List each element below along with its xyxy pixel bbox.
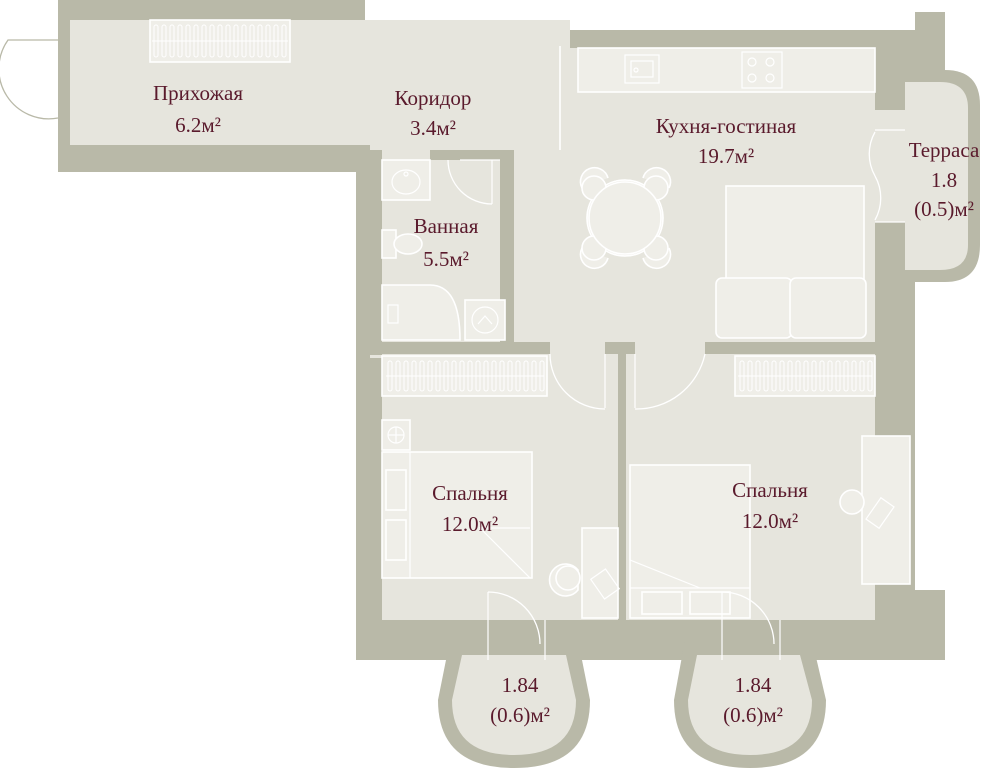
bathroom-name: Ванная [414,214,479,238]
wardrobe-hanger-lines [152,24,873,392]
entrance-door-icon [0,0,59,140]
stove-icon [741,51,783,89]
bedroom2-name: Спальня [732,478,808,502]
balcony1-area-reduced: (0.6)м² [490,703,550,727]
hallway-name: Прихожая [153,81,243,105]
balcony1-floor [452,655,576,755]
bathroom-area: 5.5м² [423,247,469,271]
kitchen-area: 19.7м² [698,144,754,168]
bedroom1-nightstand-icon [381,419,411,451]
balcony2-area-reduced: (0.6)м² [723,703,783,727]
hanger-hatch [738,360,873,392]
dining-table-icon [579,166,672,270]
corridor-name: Коридор [395,86,472,110]
terrace-area-reduced: (0.5)м² [914,197,974,221]
bedroom1-area: 12.0м² [442,512,498,536]
bedroom1-desk-icon [548,527,621,619]
washing-machine-icon [464,299,506,341]
kitchen-counter-icon [577,47,876,93]
bathroom-fixtures [381,159,506,341]
kitchen-name: Кухня-гостиная [656,114,797,138]
corridor-area: 3.4м² [410,116,456,140]
terrace-area-total: 1.8 [931,168,957,192]
hallway-area: 6.2м² [175,113,221,137]
terrace-floor [905,82,968,270]
balcony2-area-total: 1.84 [735,673,772,697]
balcony2-floor [688,655,812,755]
balcony1-area-total: 1.84 [502,673,539,697]
room-labels: Прихожая 6.2м² Коридор 3.4м² Кухня-гости… [153,81,980,727]
bedroom2-area: 12.0м² [742,509,798,533]
bedroom1-name: Спальня [432,481,508,505]
bedroom2-door-icon [634,353,706,410]
hanger-hatch [386,360,545,392]
hanger-hatch [152,24,288,58]
balcony1-door-icon [487,591,546,660]
hallway-floor [70,20,570,145]
bedroom1-door-icon [549,353,606,410]
bedroom1-bed-icon [381,451,533,579]
toilet-icon [381,229,423,259]
shower-icon [381,284,461,341]
bedroom2-bed-icon [629,464,751,619]
balcony2-door-icon [721,591,781,660]
sofa-bed-icon [715,185,867,339]
bedroom2-desk-icon [839,435,911,585]
interior-walls [370,30,905,620]
terrace-door-icon [868,110,906,223]
terrace-name: Терраса [909,138,980,162]
